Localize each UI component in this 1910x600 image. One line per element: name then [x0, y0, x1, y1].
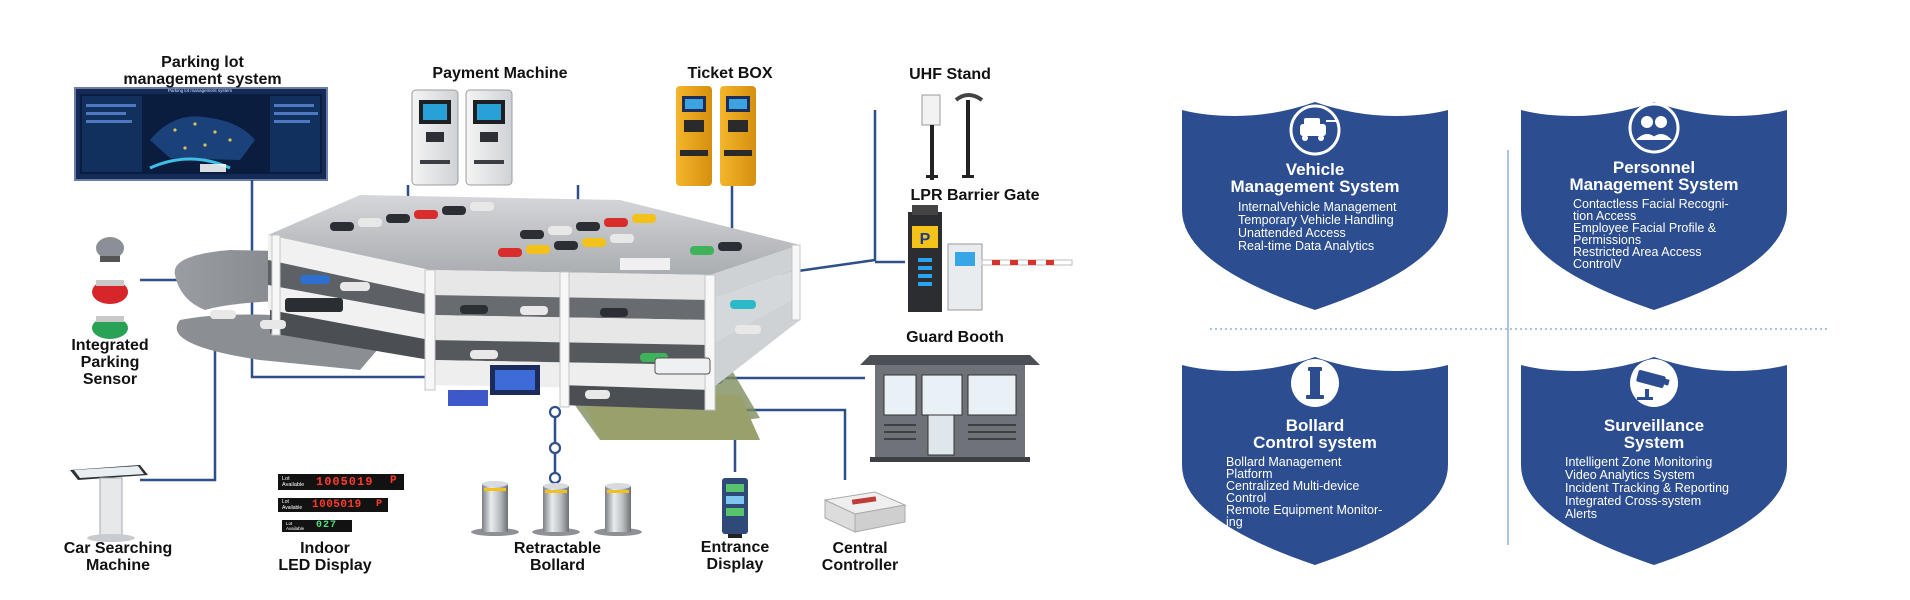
label-parking-lot-management: Parking lot management system	[80, 54, 325, 89]
management-screen	[74, 87, 328, 181]
label-line: management system	[123, 70, 282, 88]
label-line: Indoor	[300, 540, 350, 557]
label-lpr-barrier-gate: LPR Barrier Gate	[880, 187, 1070, 205]
led-row-2: Lot Available 1005019 P	[280, 499, 386, 511]
label-entrance-display: Entrance Display	[680, 539, 790, 574]
led-tag: Lot Available	[282, 499, 303, 511]
shield-title-line: System	[1624, 433, 1684, 452]
label-parking-sensor: Integrated Parking Sensor	[50, 337, 170, 388]
label-line: Retractable	[513, 540, 602, 557]
lpr-sign-letter: P	[920, 231, 931, 248]
shield-bollard-control: Bollard Control system Bollard Managemen…	[1182, 357, 1448, 565]
shield-title-line: Vehicle	[1286, 160, 1345, 179]
label-line: Machine	[85, 556, 150, 574]
label-line: Controller	[821, 556, 899, 574]
label-line: LED Display	[278, 556, 372, 574]
shield-item: ing	[1226, 515, 1243, 529]
led-row-3: Lot Available 027	[284, 520, 350, 531]
label-line: Guard Booth	[906, 329, 1004, 346]
label-line: Ticket BOX	[687, 65, 773, 82]
shield-item: Incident Tracking & Reporting	[1565, 481, 1729, 495]
entrance-display	[722, 478, 748, 538]
shield-item: ControlV	[1573, 257, 1622, 271]
shield-title-line: Surveillance	[1604, 416, 1704, 435]
label-car-searching-machine: Car Searching Machine	[38, 540, 198, 575]
led-unit: P	[376, 499, 383, 510]
led-unit: P	[390, 475, 397, 487]
label-payment-machine: Payment Machine	[400, 65, 600, 83]
retractable-bollards	[471, 481, 642, 536]
uhf-stand	[921, 93, 984, 180]
label-uhf-stand: UHF Stand	[880, 66, 1020, 84]
shield-item: Integrated Cross-system	[1565, 494, 1701, 508]
parking-building	[174, 195, 801, 440]
vehicle-icon	[1300, 118, 1336, 141]
shield-item: Restricted Area Access	[1573, 245, 1702, 259]
camera-icon	[1636, 370, 1670, 400]
led-tag: Lot Available	[286, 521, 305, 531]
label-retractable-bollard: Retractable Bollard	[480, 540, 635, 575]
label-indoor-led-display: Indoor LED Display	[255, 540, 395, 575]
shield-title-line: Management System	[1230, 177, 1399, 196]
shield-surveillance-system: Surveillance System Intelligent Zone Mon…	[1521, 357, 1787, 565]
shield-item: InternalVehicle Management	[1238, 200, 1397, 214]
label-line: Payment Machine	[432, 65, 568, 82]
label-guard-booth: Guard Booth	[880, 329, 1030, 347]
shield-item: Intelligent Zone Monitoring	[1565, 455, 1712, 469]
shield-item: Temporary Vehicle Handling	[1238, 213, 1394, 227]
bollard-icon	[1306, 367, 1324, 399]
label-line: Parking	[80, 353, 140, 371]
shield-item: Centralized Multi-device	[1226, 479, 1359, 493]
label-line: Integrated	[71, 337, 149, 354]
parking-sensors	[92, 237, 128, 339]
label-line: LPR Barrier Gate	[910, 187, 1040, 204]
label-line: Sensor	[82, 370, 138, 388]
led-row-1: Lot Available 1005019 P	[280, 475, 402, 489]
label-line: Display	[706, 555, 764, 573]
label-line: Car Searching	[63, 540, 173, 557]
shield-item: Employee Facial Profile &	[1573, 221, 1717, 235]
indoor-led-displays	[278, 474, 404, 532]
led-value: 1005019	[312, 499, 362, 511]
system-shields-panel: Vehicle Management System InternalVehicl…	[1182, 102, 1830, 565]
led-value: 027	[316, 520, 338, 531]
car-searching-kiosk	[70, 465, 148, 542]
label-ticket-box: Ticket BOX	[655, 65, 805, 83]
shield-item: Unattended Access	[1238, 226, 1346, 240]
led-tag: Lot Available	[282, 476, 305, 488]
shield-title-line: Control system	[1253, 433, 1377, 452]
led-value: 1005019	[316, 475, 374, 489]
shield-item: Permissions	[1573, 233, 1641, 247]
lpr-barrier-gate	[908, 205, 1073, 312]
shield-title-line: Management System	[1569, 175, 1738, 194]
shield-title-line: Personnel	[1613, 158, 1695, 177]
shield-vehicle-management: Vehicle Management System InternalVehicl…	[1182, 102, 1448, 310]
ticket-boxes	[676, 86, 756, 186]
label-line: Parking lot	[161, 54, 244, 71]
label-line: Bollard	[529, 556, 586, 574]
shield-item: tion Access	[1573, 209, 1636, 223]
shield-item: Video Analytics System	[1565, 468, 1695, 482]
guard-booth	[860, 355, 1040, 462]
shield-item: Real-time Data Analytics	[1238, 239, 1374, 253]
shield-item: Control	[1226, 491, 1266, 505]
payment-machines	[411, 89, 513, 186]
shield-personnel-management: Personnel Management System Contactless …	[1521, 102, 1787, 310]
management-screen-title: Parking lot management system	[168, 88, 233, 93]
shield-item: Remote Equipment Monitor-	[1226, 503, 1382, 517]
shield-item: Alerts	[1565, 507, 1597, 521]
shield-item: Bollard Management	[1226, 455, 1342, 469]
label-line: Central	[832, 540, 888, 557]
central-controller	[823, 491, 907, 533]
label-line: UHF Stand	[909, 66, 991, 83]
shield-item: Contactless Facial Recogni-	[1573, 197, 1729, 211]
shield-item: Platform	[1226, 467, 1273, 481]
shield-title-line: Bollard	[1286, 416, 1345, 435]
label-line: Entrance	[700, 539, 770, 556]
label-central-controller: Central Controller	[800, 540, 920, 575]
personnel-icon	[1636, 116, 1672, 140]
